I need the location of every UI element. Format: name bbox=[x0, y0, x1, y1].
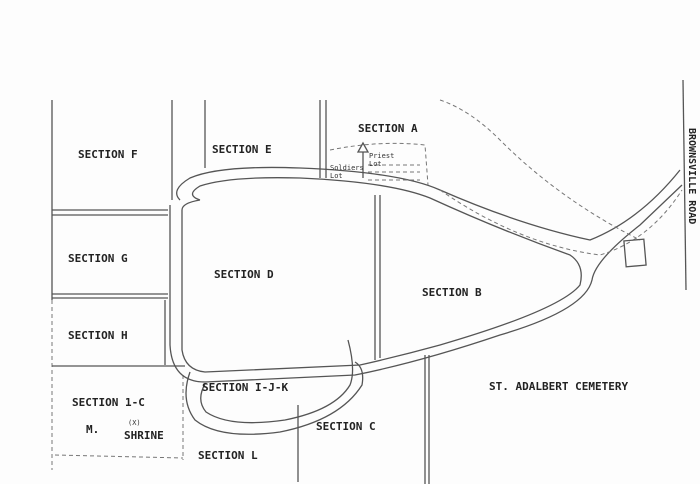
section-ijk-label[interactable]: SECTION I-J-K bbox=[202, 381, 288, 394]
soldiers-lot-label-2: Lot bbox=[330, 172, 343, 180]
road-loop bbox=[169, 99, 683, 435]
section-l-label[interactable]: SECTION L bbox=[198, 449, 258, 462]
section-c-label[interactable]: SECTION C bbox=[316, 420, 376, 433]
section-g-label[interactable]: SECTION G bbox=[68, 252, 128, 265]
priest-lot-label-2: Lot bbox=[369, 160, 382, 168]
section-e-label[interactable]: SECTION E bbox=[212, 143, 272, 156]
section-h-label[interactable]: SECTION H bbox=[68, 329, 128, 342]
section-b-label[interactable]: SECTION B bbox=[422, 286, 482, 299]
section-1c-label[interactable]: SECTION 1-C bbox=[72, 396, 145, 409]
priest-lot-label: Priest bbox=[369, 152, 394, 160]
shrine-symbol: (X) bbox=[128, 419, 141, 427]
section-a-label[interactable]: SECTION A bbox=[358, 122, 418, 135]
section-d-label[interactable]: SECTION D bbox=[214, 268, 274, 281]
lot-markers bbox=[329, 141, 429, 186]
soldiers-lot-label: Soldiers bbox=[330, 164, 364, 172]
brownsville-road-label: BROWNSVILLE ROAD bbox=[686, 128, 697, 224]
shrine-label: SHRINE bbox=[124, 429, 164, 442]
m-marker-label: M. bbox=[86, 423, 99, 436]
section-lines bbox=[51, 79, 687, 484]
cemetery-name: ST. ADALBERT CEMETERY bbox=[489, 380, 628, 393]
section-f-label[interactable]: SECTION F bbox=[78, 148, 138, 161]
